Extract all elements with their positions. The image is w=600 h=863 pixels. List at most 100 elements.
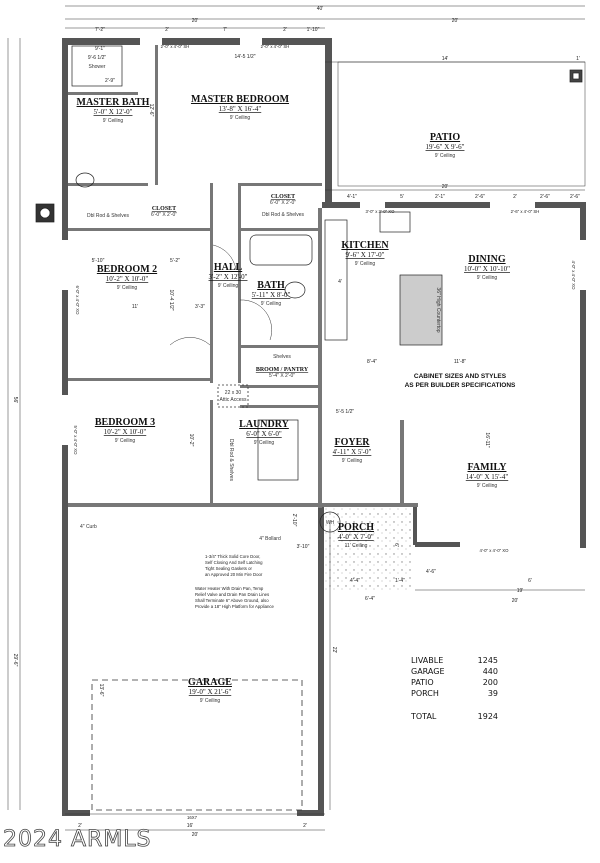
- water-heater-note: Provide a 18" High Platform for Applianc…: [195, 604, 275, 609]
- dimension-label: 2': [165, 27, 169, 33]
- bollard-label: 4" Bollard: [259, 536, 281, 542]
- hall-label: HALL: [214, 262, 243, 273]
- fixtures: [35, 45, 583, 811]
- pantry-shelves-label: Shelves: [273, 354, 291, 360]
- dimension-label: 29'-6": [12, 654, 18, 667]
- kitchen-label: KITCHEN: [341, 240, 389, 251]
- master-bedroom-ceiling: 9' Ceiling: [230, 115, 251, 121]
- patio-size: 19'-6" X 9'-6": [426, 143, 465, 151]
- cabinet-note: CABINET SIZES AND STYLES: [414, 373, 507, 380]
- dimension-label: 2': [283, 27, 287, 33]
- patio-slab: [337, 61, 586, 187]
- dimension-label: 20': [192, 18, 199, 24]
- dimension-label: 9'-1": [95, 46, 105, 52]
- area-label: LIVABLE: [411, 656, 443, 665]
- garage-door-note: 1-3/4" Thick Solid Core Door,: [205, 554, 260, 559]
- bedroom-3-ceiling: 9' Ceiling: [115, 438, 136, 444]
- dimension-label: 4': [338, 279, 342, 285]
- minor-room-size: 6'-0" X 2'-0": [270, 200, 296, 206]
- hall-size: 3'-2" X 12'-0": [209, 273, 248, 281]
- dimension-label: 6': [528, 578, 532, 584]
- dimension-label: 10'-4 1/2": [168, 289, 174, 310]
- dimension-label: 1'-4": [395, 578, 405, 584]
- laundry-ceiling: 9' Ceiling: [254, 440, 275, 446]
- dimension-label: 20': [442, 184, 449, 190]
- dimension-label: 4'-4": [350, 578, 360, 584]
- dimension-label: 13'-6": [98, 684, 104, 697]
- minor-room-label: BROOM / PANTRY: [256, 367, 309, 373]
- window-label: 6'-0" x 4'-0" XO: [75, 285, 80, 315]
- dimension-label: 2'-10": [291, 514, 297, 527]
- garage-ceiling: 9' Ceiling: [200, 698, 221, 704]
- dimension-label: 1'-10": [307, 27, 320, 33]
- dimension-label: 11': [132, 304, 138, 310]
- water-heater-note: Shall Terminate 6" Above Ground, also: [195, 598, 269, 603]
- shower-label: Shower: [89, 64, 106, 70]
- master-bath-label: MASTER BATH: [77, 97, 150, 108]
- dimension-label: 8'-4": [367, 359, 377, 365]
- dimension-lines: [7, 5, 585, 831]
- master-bedroom-label: MASTER BEDROOM: [191, 94, 290, 105]
- window-label: 2'-0" x 4'-0" SH: [261, 44, 290, 49]
- dimension-label: 7'-2": [95, 27, 105, 33]
- water-heater-note: Relief Valve and Drain Pan Drain Lines: [195, 592, 269, 597]
- dimension-label: 2'-6": [570, 194, 580, 200]
- dimension-label: 20': [452, 18, 459, 24]
- family-ceiling: 9' Ceiling: [477, 483, 498, 489]
- dimension-label: 40': [317, 6, 324, 12]
- area-label: PORCH: [411, 689, 439, 698]
- area-value: 1924: [478, 712, 498, 721]
- dimension-label: 5': [400, 194, 404, 200]
- dimension-label: 20': [512, 598, 519, 604]
- minor-room-size: 5'-4" X 2'-0": [269, 373, 295, 379]
- garage-label: GARAGE: [188, 677, 232, 688]
- family-size: 14'-0" X 15'-4": [466, 473, 509, 481]
- garage-door-note: Self Closing And Self Latching: [205, 560, 263, 565]
- dimension-label: 2'-9": [105, 78, 115, 84]
- dimension-label: 5'-10": [92, 258, 105, 264]
- dimension-label: 3'-3": [195, 304, 205, 310]
- area-value: 39: [488, 689, 498, 698]
- window-label: 2'-6" x 4'-0" SH: [511, 209, 540, 214]
- area-label: PATIO: [411, 678, 434, 687]
- area-value: 1245: [478, 656, 498, 665]
- bedroom-3-size: 10'-2" X 10'-0": [104, 428, 147, 436]
- foyer-label: FOYER: [335, 437, 371, 448]
- dimension-label: 2': [78, 823, 82, 829]
- cabinet-note: AS PER BUILDER SPECIFICATIONS: [405, 382, 516, 389]
- master-bedroom-size: 13'-8" X 16'-4": [219, 105, 262, 113]
- dimension-label: 5'-5 1/2": [336, 409, 355, 415]
- dimension-label: 2': [303, 823, 307, 829]
- dimension-label: 11'-8": [454, 359, 467, 365]
- water-heater-label: WH: [326, 520, 335, 526]
- porch-label: PORCH: [338, 522, 374, 533]
- patio-label: PATIO: [430, 132, 460, 143]
- dimension-label: 6': [393, 543, 399, 547]
- porch-size: 4'-0" X 7'-0": [338, 533, 374, 541]
- bedroom-3-label: BEDROOM 3: [95, 417, 155, 428]
- attic-size: 22 x 30: [225, 390, 242, 396]
- window-label: 4'-0" x 4'-0" XO: [571, 260, 576, 290]
- water-heater-note: Water Heater With Drain Pan, Temp: [195, 586, 264, 591]
- dining-size: 10'-0" X 10'-10": [464, 265, 510, 273]
- bedroom-2-label: BEDROOM 2: [97, 264, 157, 275]
- bedroom-2-ceiling: 9' Ceiling: [117, 285, 138, 291]
- dimension-label: 1': [576, 56, 580, 62]
- dimension-label: 14': [442, 56, 449, 62]
- porch-ceiling: 11' Ceiling: [345, 543, 368, 549]
- watermark: 2024 ARMLS: [3, 827, 152, 852]
- kitchen-ceiling: 9' Ceiling: [355, 261, 376, 267]
- window-label: 2'-0" x 4'-0" SH: [161, 44, 190, 49]
- dimension-label: 22': [331, 647, 337, 654]
- minor-room-label: CLOSET: [152, 206, 176, 212]
- dimension-label: 12'-6": [148, 104, 154, 117]
- bath-ceiling: 9' Ceiling: [261, 301, 282, 307]
- bedroom-2-size: 10'-2" X 10'-0": [106, 275, 149, 283]
- area-label: TOTAL: [410, 712, 437, 721]
- dining-label: DINING: [468, 254, 505, 265]
- dimension-label: 6'-4": [365, 596, 375, 602]
- window-label: 16X7: [187, 815, 198, 820]
- dimension-label: 20': [192, 832, 199, 838]
- dimension-label: 5'-2": [170, 258, 180, 264]
